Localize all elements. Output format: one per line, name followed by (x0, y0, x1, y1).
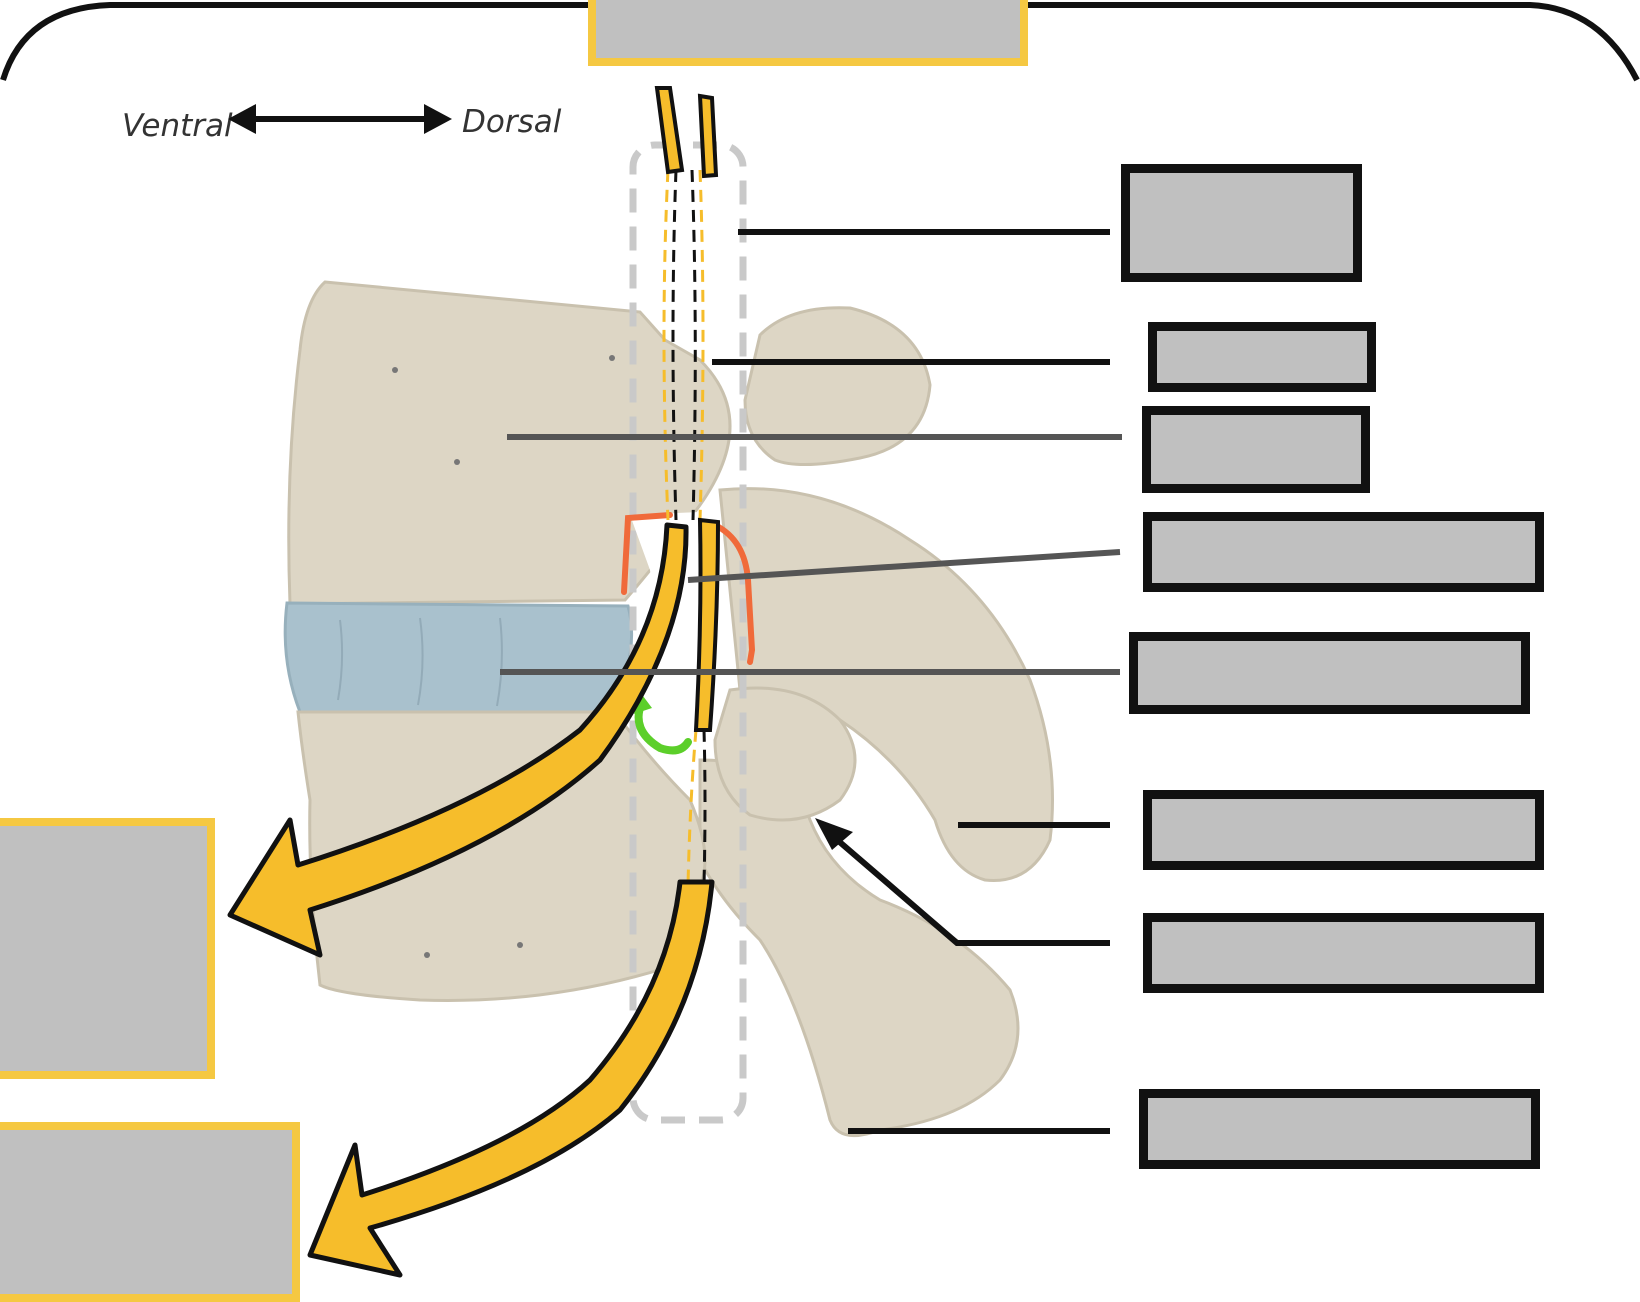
nerve-root-stubs (654, 86, 719, 179)
nerve-roots-dashed (662, 169, 707, 886)
leader-lines (500, 229, 1122, 1134)
dorsal-arrowhead-icon (424, 104, 452, 134)
inferior-vertebra-posterior (698, 758, 1020, 1138)
label-box-right-4[interactable] (1143, 512, 1544, 592)
label-box-right-3[interactable] (1142, 406, 1370, 493)
label-box-left-2[interactable] (0, 1122, 300, 1302)
lower-nerve-root (307, 879, 715, 1278)
label-box-left-1[interactable] (0, 818, 215, 1079)
inferior-articular-process (713, 686, 857, 822)
traversing-nerve-root (693, 517, 721, 732)
intervertebral-disc (283, 601, 634, 714)
posterior-elements (698, 306, 1054, 1138)
superior-articular-process (743, 306, 932, 466)
label-box-right-1[interactable] (1121, 164, 1362, 282)
ventral-arrowhead-icon (228, 104, 256, 134)
leader-line-4 (687, 549, 1121, 583)
dorsal-label: Dorsal (462, 104, 562, 140)
label-box-right-5[interactable] (1129, 632, 1530, 714)
label-box-right-8[interactable] (1139, 1089, 1540, 1169)
ventral-label: Ventral (122, 108, 233, 144)
leader-line-7 (826, 829, 1110, 946)
label-box-right-6[interactable] (1143, 790, 1544, 870)
bone-specks (392, 355, 615, 958)
spinous-process (718, 487, 1054, 882)
label-box-top[interactable] (588, 0, 1028, 66)
leader-arrowhead-icon (815, 818, 853, 850)
disc-texture (337, 617, 503, 707)
label-box-right-7[interactable] (1143, 913, 1544, 993)
exiting-nerve-root (227, 522, 689, 958)
lateral-recess-marker (634, 698, 692, 755)
orientation-indicator: Ventral Dorsal (122, 104, 562, 144)
label-box-right-2[interactable] (1148, 322, 1376, 392)
intervertebral-foramen-marker (621, 512, 756, 665)
